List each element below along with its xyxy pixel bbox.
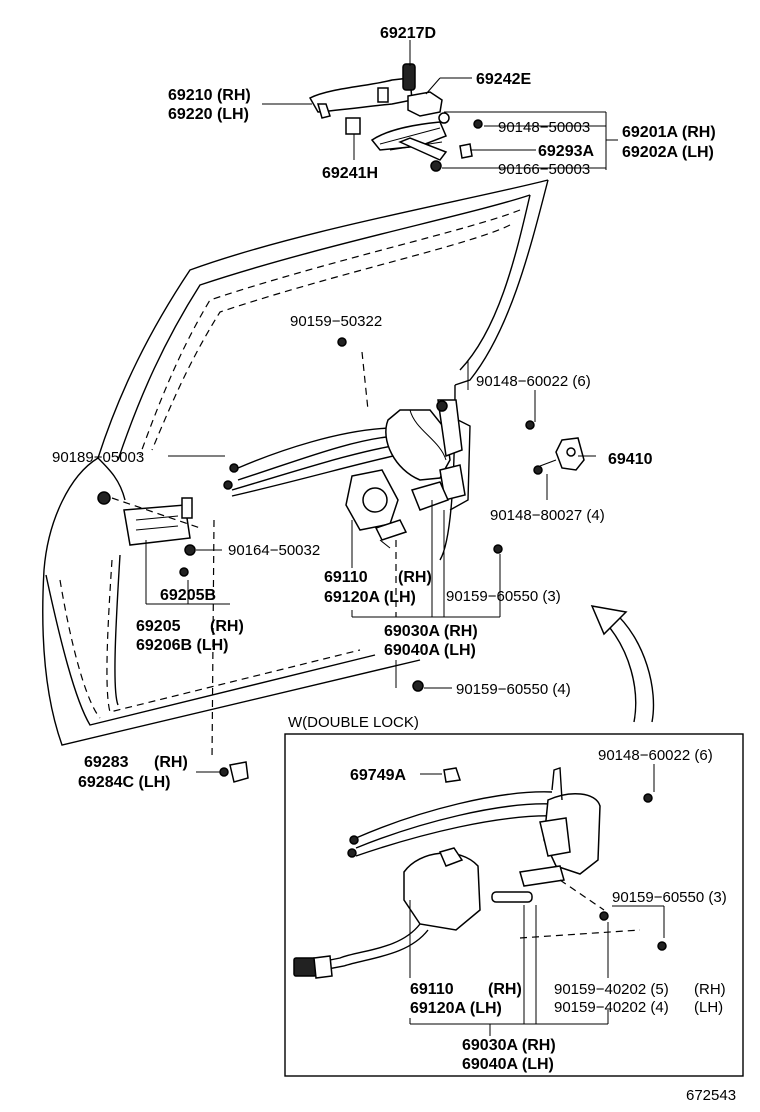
label-69110-rh: (RH) [398,569,432,586]
inset-arrow [604,621,637,723]
label-69030A: 69030A (RH) [384,623,478,640]
label-inset-90148-60022: 90148−60022 (6) [598,747,713,764]
label-69205-rh: (RH) [210,618,244,635]
label-69210: 69210 (RH) [168,87,251,104]
outside-handle [308,63,483,172]
screw-90159-60550 [493,544,503,554]
label-69220: 69220 (LH) [168,106,249,123]
label-69293A: 69293A [538,143,594,160]
label-90164-50032: 90164−50032 [228,542,320,559]
screw-90159-50322 [337,337,347,347]
label-69110: 69110 [324,569,368,586]
label-69040A: 69040A (LH) [384,642,476,659]
diagram-number: 672543 [686,1087,736,1104]
inset-lock-motor [293,847,481,979]
inset-title: W(DOUBLE LOCK) [288,714,419,731]
label-90166-50003: 90166−50003 [498,161,590,178]
label-inset-90159-40202-4: 90159−40202 (4) [554,999,669,1016]
label-69217D: 69217D [380,25,436,42]
label-inset-69120A: 69120A (LH) [410,1000,502,1017]
label-69749A: 69749A [350,767,406,784]
label-69410: 69410 [608,451,653,468]
inset-arrow-head [590,605,628,636]
leader-lines [111,40,618,773]
label-inset-90159-40202-5: 90159−40202 (5) [554,981,669,998]
label-inset-69030A: 69030A (RH) [462,1037,556,1054]
inside-handle [97,491,196,577]
label-69201A: 69201A (RH) [622,124,716,141]
label-69205B: 69205B [160,587,216,604]
label-69206B: 69206B (LH) [136,637,228,654]
screw-90159-60550-lower [412,680,424,692]
inset-leader-lines [409,764,665,1036]
label-90189-05003: 90189−05003 [52,449,144,466]
label-69205: 69205 [136,618,181,635]
door-lock-striker [525,420,585,475]
label-90159-60550-3: 90159−60550 (3) [446,588,561,605]
inset-lock-assembly [347,767,667,951]
door-lock-assembly [385,399,471,511]
door-lock-motor [345,469,408,549]
label-90148-50003: 90148−50003 [498,119,590,136]
label-69120A: 69120A (LH) [324,589,416,606]
label-90159-60550-4: 90159−60550 (4) [456,681,571,698]
label-69283: 69283 [84,754,129,771]
label-69241H: 69241H [322,165,378,182]
label-inset-69110: 69110 [410,981,454,998]
label-inset-90159-60550: 90159−60550 (3) [612,889,727,906]
label-inset-90159-40202-4-lh: (LH) [694,999,723,1016]
label-69202A: 69202A (LH) [622,144,714,161]
part-labels: 69217D 69210 (RH) 69220 (LH) 69242E 9014… [52,25,716,791]
inside-handle-bezel [219,761,249,783]
label-inset-69110-rh: (RH) [488,981,522,998]
inset-double-lock-box [284,733,744,1077]
label-90159-50322: 90159−50322 [290,313,382,330]
label-90148-80027: 90148−80027 (4) [490,507,605,524]
label-inset-90159-40202-5-rh: (RH) [694,981,726,998]
inset-labels: W(DOUBLE LOCK) 69749A 90148−60022 (6) 90… [288,714,727,1073]
label-69242E: 69242E [476,71,531,88]
label-69283-rh: (RH) [154,754,188,771]
label-90148-60022: 90148−60022 (6) [476,373,591,390]
label-69284C: 69284C (LH) [78,774,170,791]
label-inset-69040A: 69040A (LH) [462,1056,554,1073]
